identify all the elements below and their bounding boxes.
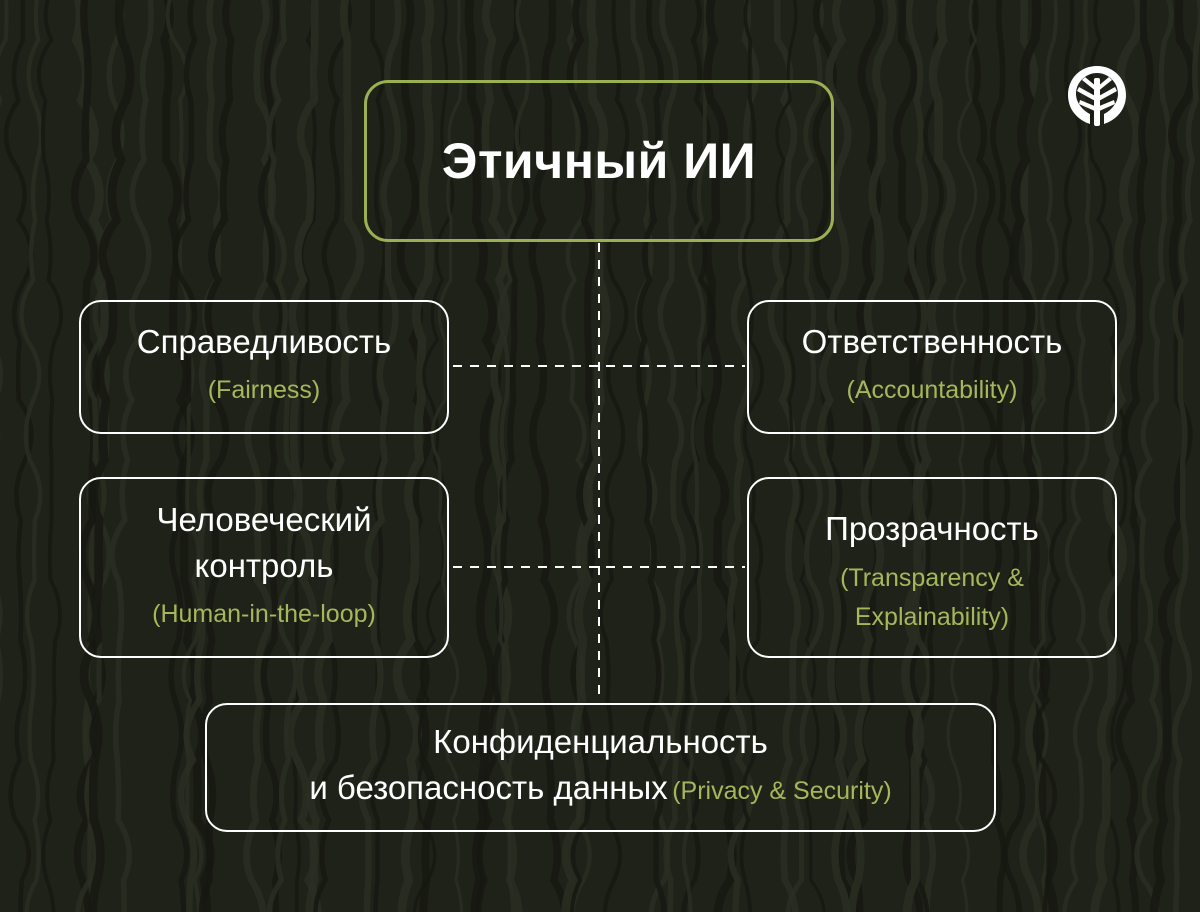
stripe — [657, 0, 686, 912]
node-accountability: Ответственность (Accountability) — [747, 300, 1117, 434]
privacy-label-line1: Конфиденциальность — [433, 723, 768, 760]
stripe — [358, 0, 402, 912]
transparency-english-label-line1: (Transparency & — [840, 563, 1024, 592]
stripe — [785, 0, 824, 912]
stripe — [566, 0, 597, 912]
stripe — [1009, 0, 1058, 912]
privacy-label-line2-wrap: и безопасность данных (Privacy & Securit… — [309, 765, 891, 816]
stripe — [990, 0, 1026, 912]
stripe — [464, 0, 502, 912]
node-human-control: Человеческий контроль (Human-in-the-loop… — [79, 477, 449, 658]
stripe — [1032, 0, 1083, 912]
transparency-english-label-line2: Explainability) — [854, 602, 1010, 631]
stripe — [198, 0, 235, 912]
stripe — [816, 0, 852, 912]
title-box: Этичный ИИ — [364, 80, 834, 242]
stripe — [165, 0, 204, 912]
stripe — [266, 0, 300, 912]
stripe — [726, 0, 760, 912]
stripe — [177, 0, 225, 912]
stripe — [1114, 0, 1154, 912]
privacy-english-label: (Privacy & Security) — [672, 777, 892, 805]
human-control-label-line2: контроль — [194, 546, 334, 584]
stripe — [168, 0, 198, 912]
stripe — [412, 0, 455, 912]
node-fairness: Справедливость (Fairness) — [79, 300, 449, 434]
stripe — [910, 0, 944, 912]
node-transparency: Прозрачность (Transparency & Explainabil… — [747, 477, 1117, 658]
transparency-label: Прозрачность — [825, 509, 1039, 547]
human-control-english-label: (Human-in-the-loop) — [152, 599, 376, 628]
stripe — [739, 0, 764, 912]
accountability-english-label: (Accountability) — [846, 376, 1018, 404]
stripe — [846, 0, 884, 912]
stripe — [305, 0, 365, 912]
stripe — [636, 0, 667, 912]
stripe — [287, 0, 318, 912]
stripe — [561, 0, 611, 912]
stripe — [109, 0, 154, 912]
stripe — [19, 0, 44, 912]
stripe — [37, 0, 64, 912]
stripe — [1090, 0, 1144, 912]
stripe — [946, 0, 978, 912]
stripe — [775, 0, 826, 912]
stripe — [1062, 0, 1094, 912]
stripe — [901, 0, 956, 912]
tree-logo-icon — [1068, 66, 1126, 126]
stripe — [312, 0, 353, 912]
stripe — [430, 0, 464, 912]
stripe — [681, 0, 709, 912]
stripe — [968, 0, 1008, 912]
stripe — [159, 0, 215, 912]
stripe — [286, 0, 322, 912]
human-control-label-line1: Человеческий — [156, 500, 372, 538]
stripe — [598, 0, 630, 912]
stripe — [79, 0, 135, 912]
stripe — [844, 0, 897, 912]
stripe — [703, 0, 740, 912]
fairness-english-label: (Fairness) — [207, 376, 321, 404]
stripe — [1172, 0, 1200, 912]
stripe — [1028, 0, 1059, 912]
privacy-label-line2: и безопасность данных — [309, 769, 668, 806]
stripe — [528, 0, 569, 912]
stripe — [392, 0, 435, 912]
fairness-label: Справедливость — [136, 323, 392, 360]
stripe — [1134, 0, 1174, 912]
diagram-title: Этичный ИИ — [441, 133, 757, 189]
accountability-label: Ответственность — [801, 323, 1063, 360]
stripe — [490, 0, 531, 912]
node-privacy: Конфиденциальность и безопасность данных… — [205, 703, 996, 832]
